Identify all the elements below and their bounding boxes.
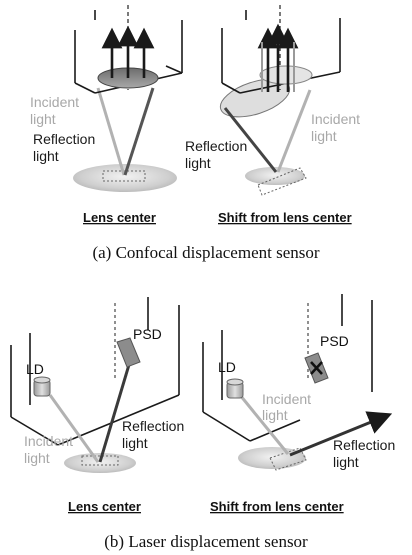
sensor-housing [202, 294, 373, 442]
return-light-arrows [101, 25, 155, 78]
miss-mark-icon [310, 361, 323, 375]
incident-light-label: Incident [262, 391, 311, 407]
tilted-surface [269, 447, 307, 471]
incident-beam [96, 87, 126, 176]
measurement-spot [73, 164, 177, 192]
laser-diode [33, 376, 51, 397]
reflection-beam [123, 87, 155, 176]
panel-a-right-sublabel: Shift from lens center [218, 210, 352, 225]
incident-light-label: Incident [24, 433, 73, 449]
psd-sensor [116, 337, 141, 368]
target-surface [81, 455, 119, 466]
incident-beam [276, 89, 312, 173]
ld-label: LD [218, 359, 236, 375]
panel-b-caption: (b) Laser displacement sensor [104, 532, 308, 551]
incident-beam [238, 394, 290, 455]
panel-b-right: LD PSD Incident light Reflection light S… [202, 294, 395, 514]
laser-diode [226, 378, 244, 399]
incident-beam [48, 394, 100, 463]
reflection-light-label: Reflection [185, 138, 247, 154]
reflection-light-label-line2: light [333, 454, 359, 470]
panel-b-left: LD PSD Incident light Reflection light L… [10, 297, 184, 514]
incident-light-label-line2: light [30, 111, 56, 127]
reflection-beam [98, 357, 133, 463]
ld-label: LD [26, 361, 44, 377]
measurement-spot [238, 447, 306, 469]
reflection-light-label-line2: light [122, 435, 148, 451]
return-light-arrows-shadow [261, 42, 295, 92]
incident-light-label-line2: light [311, 128, 337, 144]
reflection-light-label-line2: light [33, 148, 59, 164]
objective-lens [259, 65, 313, 85]
reflection-light-label-line2: light [185, 155, 211, 171]
incident-light-label: Incident [311, 111, 360, 127]
panel-a-left: Incident light Reflection light Lens cen… [30, 5, 183, 225]
reflection-light-label: Reflection [33, 131, 95, 147]
tilted-surface [257, 167, 307, 196]
measurement-spot [245, 167, 305, 185]
return-light-arrows [257, 23, 299, 92]
incident-light-label: Incident [30, 94, 79, 110]
incident-light-label-line2: light [262, 407, 288, 423]
panel-b-left-sublabel: Lens center [68, 499, 141, 514]
psd-label: PSD [320, 333, 349, 349]
psd-label: PSD [133, 326, 162, 342]
reflection-light-label: Reflection [333, 437, 395, 453]
panel-a-left-sublabel: Lens center [83, 210, 156, 225]
panel-a-right: Incident light Reflection light Shift fr… [185, 5, 360, 225]
reflection-beam [223, 107, 278, 173]
reflection-beam [289, 411, 393, 457]
reflection-light-label: Reflection [122, 418, 184, 434]
panel-b-right-sublabel: Shift from lens center [210, 499, 344, 514]
panel-a-caption: (a) Confocal displacement sensor [92, 243, 319, 262]
incident-light-label-line2: light [24, 450, 50, 466]
